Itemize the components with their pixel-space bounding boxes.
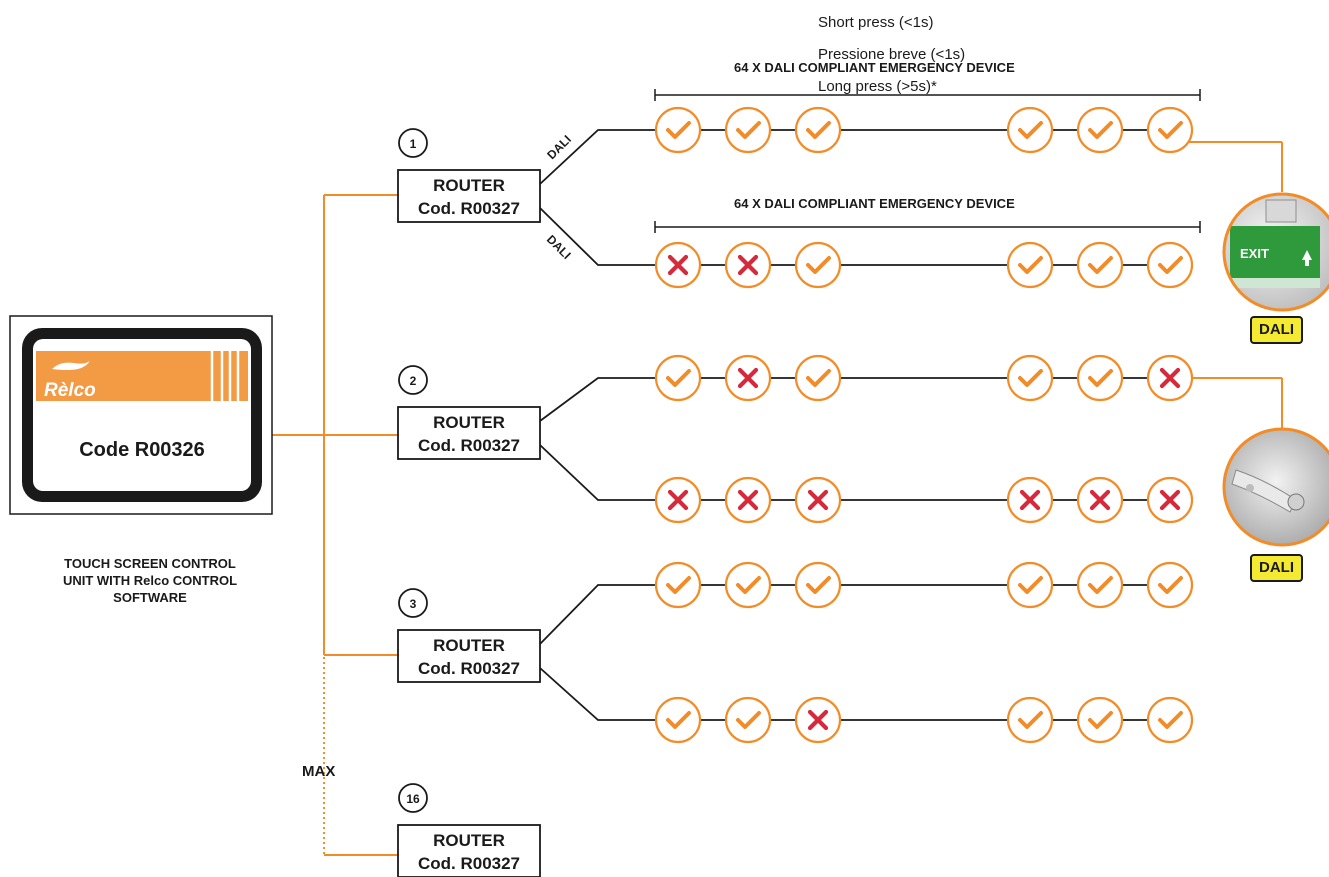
- device-ok-icon: [794, 241, 842, 289]
- router-box: [397, 169, 541, 223]
- device-fail-icon: [794, 696, 842, 744]
- controller-caption: TOUCH SCREEN CONTROL UNIT WITH Relco CON…: [62, 556, 238, 605]
- router-code: Cod. R00327: [418, 854, 520, 873]
- device-fail-icon: [654, 241, 702, 289]
- touch-screen-controller: Rèlco Code R00326: [9, 315, 273, 515]
- device-ok-icon: [1006, 561, 1054, 609]
- relco-logo-text: Rèlco: [44, 380, 96, 401]
- ceiling-light-photo: [1222, 427, 1329, 547]
- max-label: MAX: [302, 763, 336, 780]
- device-ok-icon: [1076, 241, 1124, 289]
- emergency-devices: [654, 106, 1194, 744]
- device-ok-icon: [1076, 354, 1124, 402]
- bus-line: [539, 444, 655, 501]
- router-title: ROUTER: [433, 413, 505, 432]
- router-box: [397, 406, 541, 460]
- pressione-breve-label: Pressione breve (<1s): [818, 46, 966, 63]
- router-title: ROUTER: [433, 636, 505, 655]
- device-ok-icon: [1146, 696, 1194, 744]
- device-ok-icon: [1006, 241, 1054, 289]
- device-ok-icon: [724, 106, 772, 154]
- dali-badge: DALI: [1250, 316, 1303, 344]
- device-ok-icon: [654, 106, 702, 154]
- router-code: Cod. R00327: [418, 436, 520, 455]
- bus-wiring: [539, 129, 655, 721]
- router-code: Cod. R00327: [418, 659, 520, 678]
- router-2: ROUTER Cod. R00327 2: [397, 365, 541, 460]
- device-fail-icon: [724, 476, 772, 524]
- device-ok-icon: [654, 696, 702, 744]
- device-fail-icon: [1076, 476, 1124, 524]
- router-number: 2: [410, 374, 417, 388]
- router-number-badge: [398, 128, 428, 158]
- device-fail-icon: [724, 241, 772, 289]
- device-ok-icon: [654, 561, 702, 609]
- device-ok-icon: [1006, 696, 1054, 744]
- relco-panther-icon: [52, 361, 90, 370]
- device-ok-icon: [1006, 106, 1054, 154]
- router-box: [397, 629, 541, 683]
- device-ok-icon: [724, 561, 772, 609]
- router-box: [397, 824, 541, 877]
- router-number: 1: [410, 137, 417, 151]
- device-ok-icon: [1146, 561, 1194, 609]
- exit-sign-text: EXIT: [1240, 246, 1269, 261]
- long-press-label: Long press (>5s)*: [818, 78, 937, 95]
- device-ok-icon: [654, 354, 702, 402]
- device-fail-icon: [794, 476, 842, 524]
- router-16: ROUTER Cod. R00327 16: [397, 783, 541, 877]
- router-number-badge: [398, 588, 428, 618]
- router-1: ROUTER Cod. R00327 1: [397, 128, 541, 223]
- device-ok-icon: [1076, 561, 1124, 609]
- router-title: ROUTER: [433, 176, 505, 195]
- device-ok-icon: [794, 354, 842, 402]
- bus-title: 64 X DALI COMPLIANT EMERGENCY DEVICE: [734, 196, 1015, 211]
- device-fail-icon: [1146, 476, 1194, 524]
- router-3: ROUTER Cod. R00327 3: [397, 588, 541, 683]
- router-number-badge: [398, 365, 428, 395]
- bus-title: 64 X DALI COMPLIANT EMERGENCY DEVICE: [734, 60, 1015, 75]
- device-ok-icon: [724, 696, 772, 744]
- device-fail-icon: [654, 476, 702, 524]
- exit-arrow-icon: [1302, 250, 1312, 266]
- orange-bus: [272, 141, 1283, 856]
- exit-sign-photo: EXIT: [1222, 192, 1329, 312]
- device-ok-icon: [794, 561, 842, 609]
- bus-line: [539, 584, 655, 645]
- router-code: Cod. R00327: [418, 199, 520, 218]
- router-number: 3: [410, 597, 417, 611]
- router-number-badge: [398, 783, 428, 813]
- router-title: ROUTER: [433, 831, 505, 850]
- router-number: 16: [406, 792, 420, 806]
- bus-line: [539, 207, 655, 266]
- device-fail-icon: [1146, 354, 1194, 402]
- bus-line: [539, 129, 655, 185]
- device-ok-icon: [794, 106, 842, 154]
- device-ok-icon: [1076, 106, 1124, 154]
- dali-badge: DALI: [1250, 554, 1303, 582]
- controller-code: Code R00326: [79, 439, 205, 461]
- device-fail-icon: [724, 354, 772, 402]
- bus-line: [539, 377, 655, 422]
- range-bracket: [654, 89, 1201, 233]
- device-ok-icon: [1146, 241, 1194, 289]
- device-ok-icon: [1076, 696, 1124, 744]
- short-press-label: Short press (<1s): [818, 14, 934, 31]
- bus-line: [539, 667, 655, 721]
- device-fail-icon: [1006, 476, 1054, 524]
- device-ok-icon: [1146, 106, 1194, 154]
- device-ok-icon: [1006, 354, 1054, 402]
